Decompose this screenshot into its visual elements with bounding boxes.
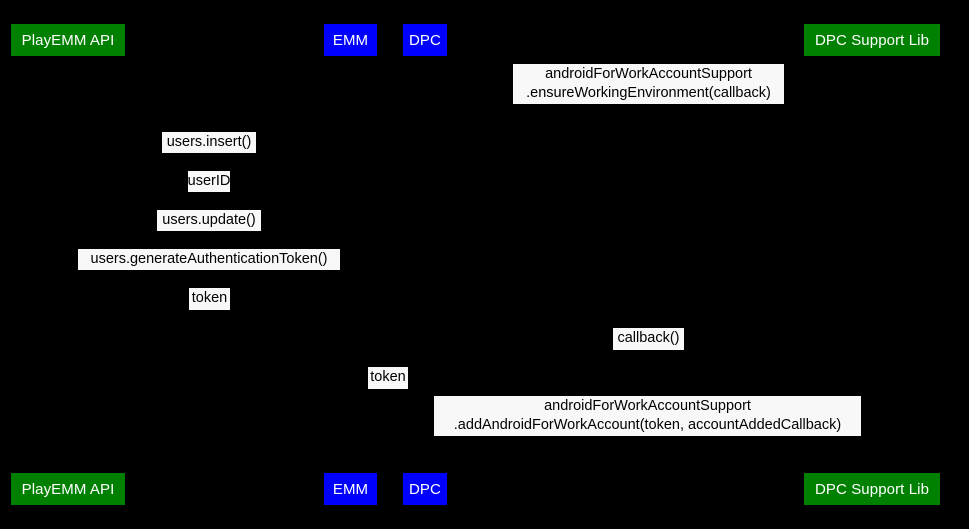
message-label-user-id: userID [188,171,230,192]
message-label-line-1: userID [187,172,231,189]
participant-playemm-api-top[interactable]: PlayEMM API [11,24,125,56]
lifeline-playemm-api [68,56,69,473]
message-label-line-2: .addAndroidForWorkAccount(token, account… [453,416,842,433]
message-label-line-1: users.update() [162,211,256,228]
message-label-line-1: callback() [617,330,680,346]
participant-dpc-support-lib-bottom[interactable]: DPC Support Lib [804,473,940,505]
participant-label: DPC [409,480,441,498]
message-label-callback: callback() [613,328,684,350]
participant-dpc-top[interactable]: DPC [403,24,447,56]
participant-emm-top[interactable]: EMM [324,24,377,56]
message-label-line-1: androidForWorkAccountSupport [544,397,751,414]
message-label-token-to-dpc: token [368,367,408,389]
message-label-line-1: androidForWorkAccountSupport [545,65,752,82]
message-label-line-1: users.insert() [166,133,252,150]
participant-label: DPC Support Lib [814,480,930,498]
message-label-line-1: token [191,290,228,306]
participant-label: EMM [332,480,369,498]
participant-label: DPC [409,31,441,49]
participant-dpc-bottom[interactable]: DPC [403,473,447,505]
participant-label: PlayEMM API [21,480,115,498]
message-label-line-1: token [370,369,406,385]
message-label-add-android-for-work-account: androidForWorkAccountSupport .addAndroidF… [434,396,861,436]
participant-label: PlayEMM API [21,31,115,49]
message-label-users-update: users.update() [157,210,261,231]
participant-label: EMM [332,31,369,49]
participant-label: DPC Support Lib [814,31,930,49]
participant-emm-bottom[interactable]: EMM [324,473,377,505]
message-label-users-generate-authentication-token: users.generateAuthenticationToken() [78,249,340,270]
participant-playemm-api-bottom[interactable]: PlayEMM API [11,473,125,505]
message-label-users-insert: users.insert() [162,132,256,153]
lifeline-dpc [425,56,426,473]
participant-dpc-support-lib-top[interactable]: DPC Support Lib [804,24,940,56]
lifeline-emm [350,56,352,473]
lifeline-dpc-support-lib [872,56,873,473]
message-label-token-to-emm: token [189,288,230,310]
message-label-line-2: .ensureWorkingEnvironment(callback) [526,84,771,101]
message-label-line-1: users.generateAuthenticationToken() [90,250,328,267]
message-label-ensure-working-environment: androidForWorkAccountSupport .ensureWorki… [513,64,784,104]
